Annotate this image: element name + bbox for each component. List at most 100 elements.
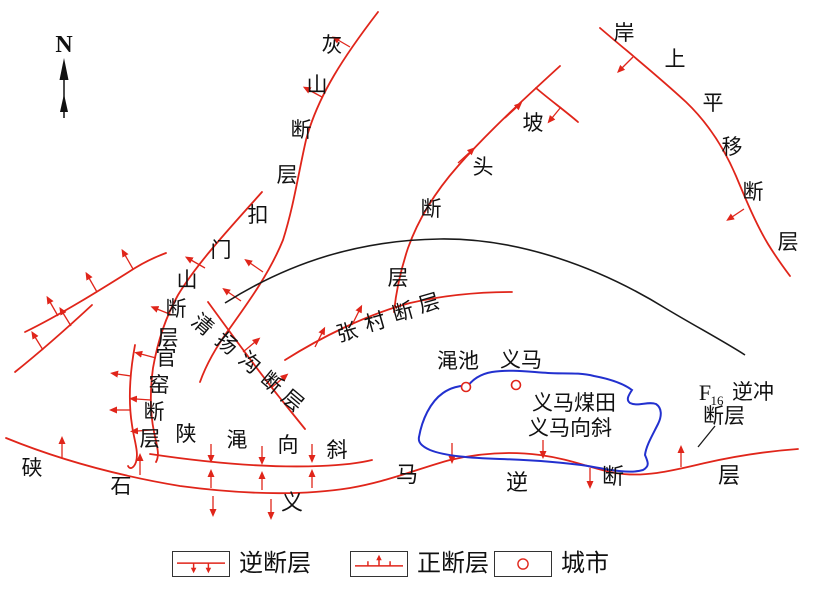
potou-fault-label: 层 bbox=[388, 266, 409, 290]
north-arrow: N bbox=[55, 32, 73, 118]
yima-thrust-fault-label: 马 bbox=[396, 462, 418, 487]
legend-item-city: 城市 bbox=[494, 551, 609, 577]
north-arrow-head bbox=[59, 58, 69, 80]
thrust-fault-symbol bbox=[172, 551, 230, 577]
koumenshan-fault-label: 断 bbox=[166, 297, 187, 321]
legend-label-normal-fault: 正断层 bbox=[417, 551, 489, 577]
fault-tick bbox=[302, 86, 323, 98]
shanmian-syncline-label: 斜 bbox=[327, 438, 348, 462]
guanyao-fault-label: 官 bbox=[156, 346, 177, 370]
f16-fault-label: F bbox=[699, 380, 711, 405]
huishan-fault-label: 灰 bbox=[322, 33, 343, 57]
west-fault-line-1 bbox=[24, 252, 167, 333]
koumenshan-fault-label: 山 bbox=[177, 268, 198, 292]
anshang-fault-line bbox=[599, 27, 791, 277]
fault-tick bbox=[59, 307, 72, 327]
fault-tick bbox=[331, 36, 351, 48]
huishan-fault-label: 山 bbox=[307, 73, 328, 97]
legend-label-city: 城市 bbox=[561, 551, 609, 577]
legend-item-thrust-fault: 逆断层 bbox=[172, 551, 311, 577]
fault-tick bbox=[242, 337, 261, 353]
fault-lines-layer bbox=[5, 11, 799, 494]
f16-fault-label: 逆冲 bbox=[732, 380, 774, 404]
qingyanggou-fault-label: 层 bbox=[277, 385, 309, 417]
fault-tick bbox=[270, 373, 289, 389]
fault-tick bbox=[184, 256, 206, 269]
xiashi-label: 硖 bbox=[22, 456, 43, 480]
potou-fault-branch bbox=[535, 87, 579, 123]
shanmian-syncline-axis bbox=[149, 453, 373, 468]
fault-tick bbox=[314, 326, 326, 348]
city-marker-yima bbox=[510, 379, 522, 391]
yima-coalfield-label: 义马煤田 bbox=[532, 391, 616, 415]
city-symbol bbox=[494, 551, 552, 577]
shanmian-syncline-label: 向 bbox=[278, 433, 299, 457]
normal-fault-symbol bbox=[350, 551, 408, 577]
huishan-fault-line bbox=[199, 11, 379, 383]
legend-label-thrust-fault: 逆断层 bbox=[239, 551, 311, 577]
fault-tick bbox=[150, 306, 173, 316]
fault-tick bbox=[134, 350, 157, 359]
geologic-boundary-line bbox=[224, 238, 746, 356]
f16-leader-line bbox=[697, 425, 716, 448]
guanyao-fault-label: 窑 bbox=[149, 373, 170, 397]
fault-tick bbox=[130, 427, 153, 435]
koumenshan-fault-label: 层 bbox=[158, 326, 179, 350]
map-labels-layer: 灰山断层扣门山断层清扬沟断层官窑断层坡头断层岸上平移断层张村断层渑池义马义马煤田… bbox=[22, 21, 799, 515]
qingyanggou-fault-label: 清 bbox=[187, 309, 219, 341]
anshang-fault-label: 上 bbox=[665, 47, 686, 71]
guanyao-fault-label: 断 bbox=[144, 400, 165, 424]
zhangcun-fault-label: 村 bbox=[362, 308, 389, 337]
mianchi-city-label: 渑池 bbox=[437, 349, 479, 373]
fault-tick bbox=[46, 295, 59, 317]
fault-tick bbox=[110, 370, 132, 378]
qingyanggou-fault-label: 扬 bbox=[211, 328, 243, 360]
fault-tick bbox=[617, 56, 634, 73]
koumenshan-fault-label: 门 bbox=[211, 238, 232, 262]
fault-tick bbox=[504, 102, 523, 119]
fault-tick bbox=[121, 248, 134, 270]
fault-tick bbox=[129, 395, 152, 403]
anshang-fault-label: 层 bbox=[778, 230, 799, 254]
potou-fault-label: 头 bbox=[473, 155, 494, 179]
xiashi-label: 石 bbox=[111, 474, 132, 498]
shanmian-syncline-label: 陕 bbox=[176, 422, 197, 446]
yima-city-label: 义马 bbox=[500, 348, 542, 372]
legend-item-normal-fault: 正断层 bbox=[350, 551, 489, 577]
zhangcun-fault-label: 层 bbox=[416, 289, 443, 318]
anshang-fault-label: 断 bbox=[743, 180, 764, 204]
potou-fault-line bbox=[393, 65, 561, 313]
yima-thrust-fault-label: 断 bbox=[602, 464, 624, 489]
huishan-fault-label: 层 bbox=[277, 163, 298, 187]
anshang-fault-label: 移 bbox=[722, 135, 743, 159]
fault-tick bbox=[244, 259, 264, 273]
yima-thrust-fault-label: 逆 bbox=[506, 470, 528, 495]
huishan-fault-label: 断 bbox=[291, 118, 312, 142]
koumenshan-fault-label: 扣 bbox=[248, 203, 269, 227]
north-arrow-tail bbox=[60, 94, 68, 112]
yima-thrust-fault-label: 义 bbox=[281, 490, 303, 515]
qingyanggou-fault-line bbox=[207, 301, 306, 430]
anshang-fault-label: 平 bbox=[703, 91, 724, 115]
anshang-fault-label: 岸 bbox=[614, 21, 635, 45]
city-marker-mianchi bbox=[460, 381, 472, 393]
shanmian-syncline-label: 渑 bbox=[227, 428, 248, 452]
fault-tick bbox=[351, 304, 363, 326]
yima-syncline-label: 义马向斜 bbox=[528, 416, 612, 440]
fault-tick bbox=[85, 271, 98, 293]
fault-tick bbox=[457, 147, 476, 164]
koumenshan-fault-line bbox=[149, 191, 263, 463]
guanyao-fault-label: 层 bbox=[140, 427, 161, 451]
yima-coalfield-outline bbox=[417, 369, 662, 473]
west-fault-line-2 bbox=[14, 304, 93, 373]
potou-fault-label: 坡 bbox=[523, 111, 544, 135]
f16-fault-label: 断层 bbox=[703, 404, 745, 428]
fault-tick bbox=[547, 106, 562, 124]
fault-tick bbox=[726, 208, 745, 221]
f16-fault-label: 16 bbox=[711, 393, 725, 408]
fault-tick bbox=[31, 331, 44, 351]
north-label: N bbox=[55, 32, 73, 58]
guanyao-fault-line bbox=[127, 344, 138, 469]
